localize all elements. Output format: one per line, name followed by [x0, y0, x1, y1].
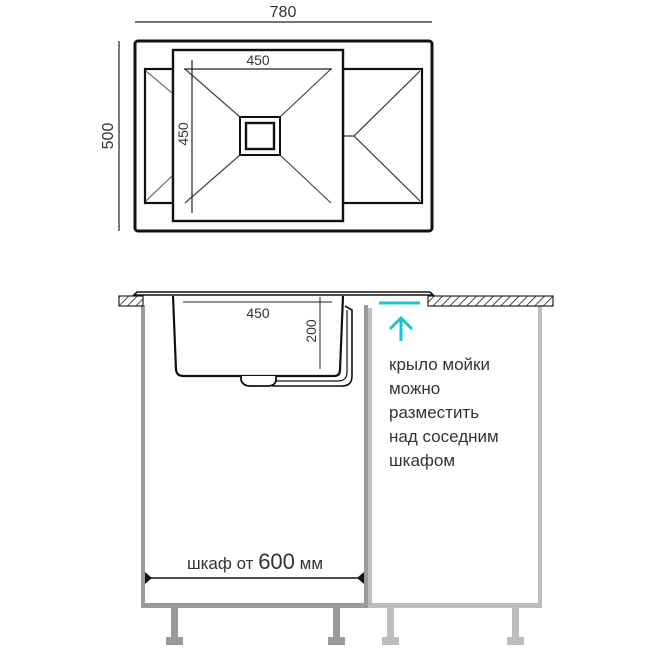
overflow-pipe: [272, 305, 353, 387]
note-line-5: шкафом: [389, 451, 455, 470]
bowl-depth-label: 450: [175, 122, 191, 146]
left-cabinet: [141, 305, 368, 645]
side-view: 450 200 крыло мойки можно разместить над…: [118, 291, 554, 645]
sink-flange: [132, 291, 435, 296]
sink-outline: [133, 39, 434, 233]
left-wing: [143, 67, 175, 205]
drain-icon: [244, 121, 276, 151]
note-line-4: над соседним: [389, 427, 499, 446]
right-cabinet: [368, 305, 542, 645]
note-line-2: можно: [389, 379, 440, 398]
cabinet-width-label: шкаф от 600 мм: [187, 549, 323, 574]
arrow-up-icon: [388, 315, 414, 341]
note-line-3: разместить: [389, 403, 479, 422]
height-label: 500: [100, 123, 117, 150]
bowl-height-label: 200: [303, 319, 319, 343]
main-bowl: [171, 48, 345, 223]
top-view: 780 500 450 450: [100, 4, 434, 233]
countertop-left: [118, 295, 144, 307]
note-line-1: крыло мойки: [389, 355, 490, 374]
countertop-right: [427, 295, 554, 307]
drain-pipe: [240, 376, 277, 387]
side-bowl-width-label: 450: [246, 305, 270, 321]
drain-outer: [239, 116, 281, 156]
bowl-width-label: 450: [246, 52, 270, 68]
width-label: 780: [270, 4, 297, 21]
